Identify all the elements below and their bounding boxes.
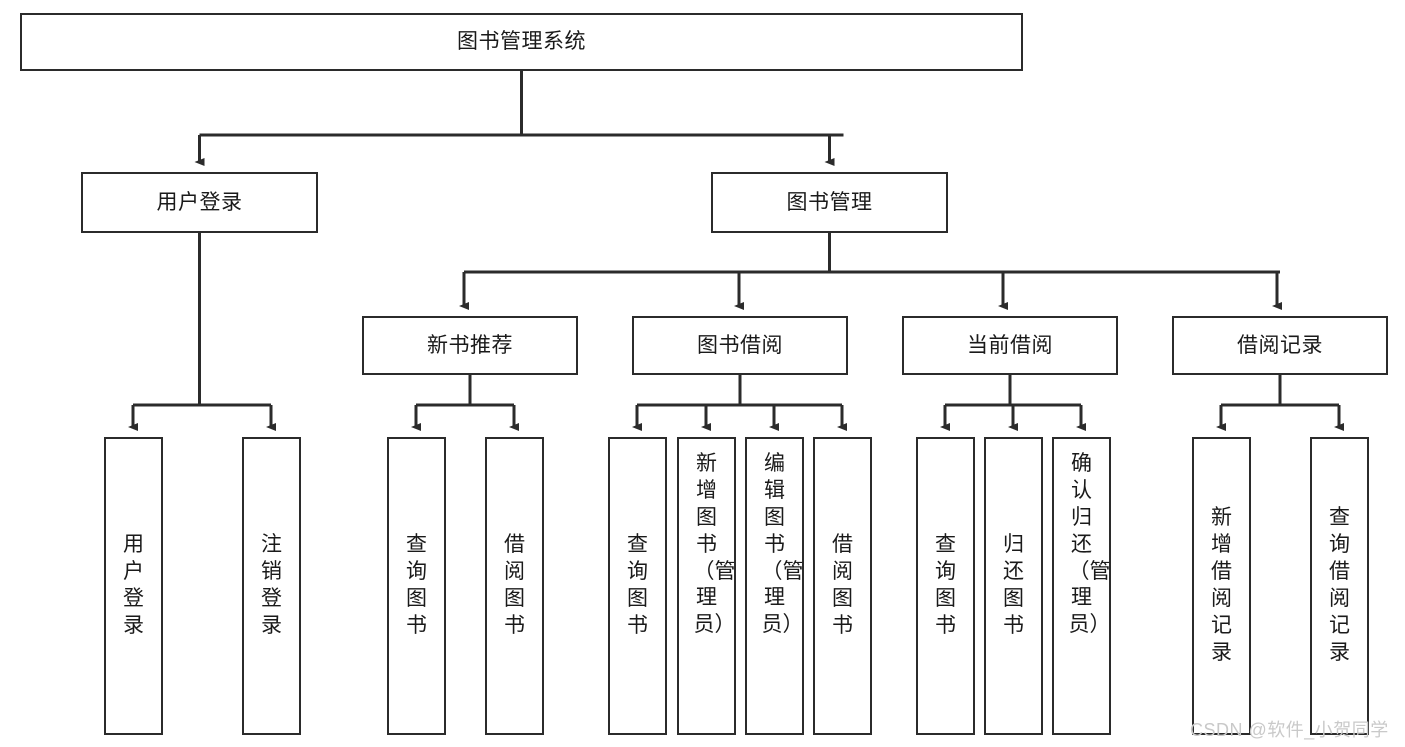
node-leaf-query-book-current[interactable]: 查询图书 bbox=[916, 437, 975, 735]
node-leaf-add-book[interactable]: 新增图书（管理员） bbox=[677, 437, 736, 735]
node-leaf-edit-book[interactable]: 编辑图书（管理员） bbox=[745, 437, 804, 735]
node-leaf-logout[interactable]: 注销登录 bbox=[242, 437, 301, 735]
node-user-login-label: 用户登录 bbox=[156, 190, 243, 214]
node-leaf-logout-label: 注销登录 bbox=[261, 533, 282, 637]
connector-userlogin-to-leaves bbox=[128, 233, 276, 432]
node-user-login[interactable]: 用户登录 bbox=[81, 172, 318, 233]
node-book-manage-label: 图书管理 bbox=[786, 190, 873, 214]
node-leaf-return-book[interactable]: 归还图书 bbox=[984, 437, 1043, 735]
connector-bookmanage-to-level3 bbox=[459, 233, 1282, 311]
node-leaf-query-book-borrow[interactable]: 查询图书 bbox=[608, 437, 667, 735]
node-leaf-query-borrow-record[interactable]: 查询借阅记录 bbox=[1310, 437, 1369, 735]
connector-bookborrow-to-leaves bbox=[632, 375, 847, 432]
node-book-borrow-label: 图书借阅 bbox=[697, 333, 783, 357]
node-leaf-confirm-return[interactable]: 确认归还（管理员） bbox=[1052, 437, 1111, 735]
node-leaf-query-book-current-label: 查询图书 bbox=[935, 533, 956, 637]
node-leaf-return-book-label: 归还图书 bbox=[1003, 533, 1024, 637]
node-leaf-borrow-book-recommend[interactable]: 借阅图书 bbox=[485, 437, 544, 735]
node-leaf-borrow-book-label: 借阅图书 bbox=[832, 533, 853, 637]
node-borrow-record[interactable]: 借阅记录 bbox=[1172, 316, 1388, 375]
node-leaf-add-book-label: 新增图书（管理员） bbox=[693, 452, 736, 637]
node-leaf-borrow-book[interactable]: 借阅图书 bbox=[813, 437, 872, 735]
node-leaf-borrow-book-recommend-label: 借阅图书 bbox=[504, 533, 525, 637]
connector-newbook-to-leaves bbox=[411, 375, 519, 432]
node-leaf-query-book-recommend-label: 查询图书 bbox=[406, 533, 427, 637]
node-new-book-recommend[interactable]: 新书推荐 bbox=[362, 316, 578, 375]
node-leaf-query-book-recommend[interactable]: 查询图书 bbox=[387, 437, 446, 735]
node-root[interactable]: 图书管理系统 bbox=[20, 13, 1023, 71]
node-current-borrow-label: 当前借阅 bbox=[967, 333, 1053, 357]
node-book-borrow[interactable]: 图书借阅 bbox=[632, 316, 848, 375]
node-leaf-add-borrow-record-label: 新增借阅记录 bbox=[1211, 506, 1232, 664]
node-current-borrow[interactable]: 当前借阅 bbox=[902, 316, 1118, 375]
node-leaf-query-book-borrow-label: 查询图书 bbox=[627, 533, 648, 637]
node-leaf-user-login-label: 用户登录 bbox=[123, 533, 144, 637]
connector-currentborrow-to-leaves bbox=[940, 375, 1086, 432]
connector-borrowrecord-to-leaves bbox=[1216, 375, 1344, 432]
node-leaf-query-borrow-record-label: 查询借阅记录 bbox=[1329, 506, 1350, 664]
node-leaf-edit-book-label: 编辑图书（管理员） bbox=[761, 452, 804, 637]
node-new-book-recommend-label: 新书推荐 bbox=[427, 333, 513, 357]
node-leaf-add-borrow-record[interactable]: 新增借阅记录 bbox=[1192, 437, 1251, 735]
node-book-manage[interactable]: 图书管理 bbox=[711, 172, 948, 233]
node-root-label: 图书管理系统 bbox=[457, 30, 586, 54]
node-leaf-user-login[interactable]: 用户登录 bbox=[104, 437, 163, 735]
connector-root-to-level2 bbox=[194, 71, 844, 167]
node-leaf-confirm-return-label: 确认归还（管理员） bbox=[1068, 452, 1111, 637]
node-borrow-record-label: 借阅记录 bbox=[1237, 333, 1323, 357]
